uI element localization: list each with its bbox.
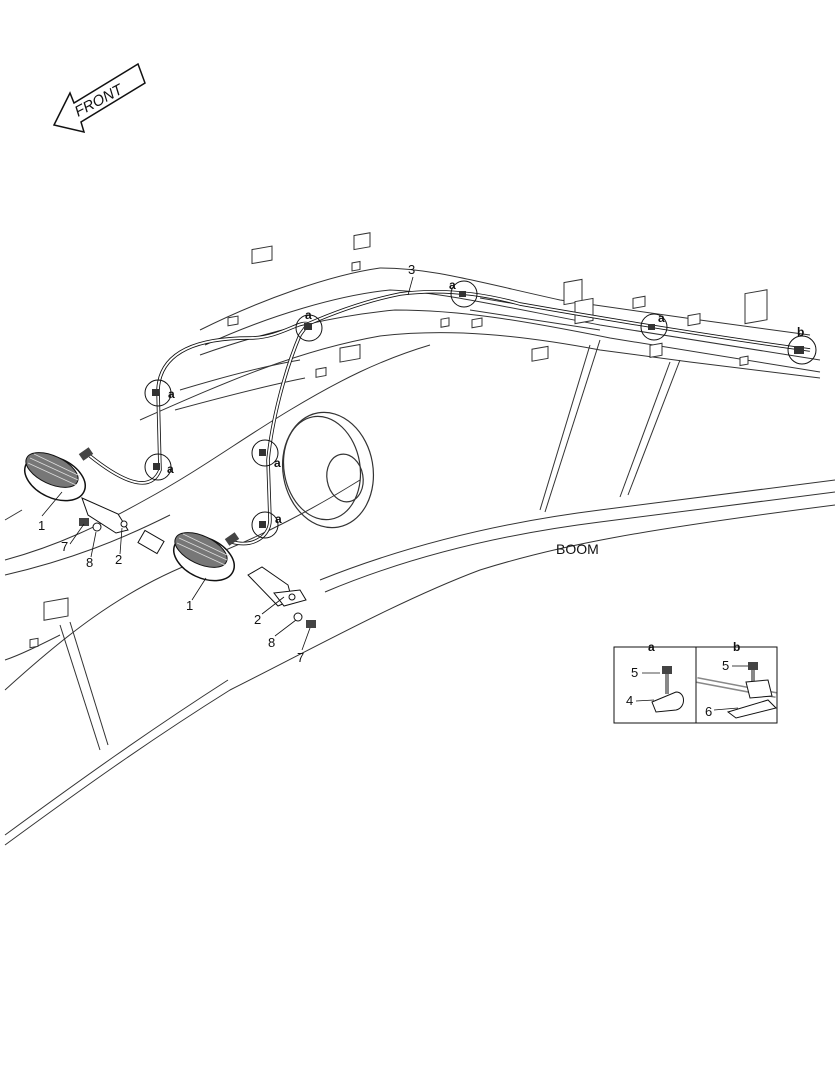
- callout-harness: 3: [408, 262, 415, 277]
- detail-marker-a: a: [275, 512, 282, 526]
- detail-circles: [144, 280, 817, 539]
- wire-harness: [88, 289, 811, 546]
- work-lamp-right: [173, 532, 240, 582]
- clamp-marks: [152, 291, 804, 528]
- inset-b-bracket: [696, 662, 777, 719]
- detail-marker-a: a: [168, 387, 175, 401]
- callout-washer: 8: [86, 555, 93, 570]
- bracket-right: [247, 566, 307, 607]
- leader-lines: [41, 276, 414, 651]
- callout-bracket: 2: [115, 552, 122, 567]
- bolt-right: [293, 612, 316, 628]
- detail-marker-a: a: [658, 311, 665, 325]
- detail-marker-a: a: [167, 462, 174, 476]
- front-arrow: FRONT: [52, 62, 146, 134]
- inset-callout-bracket: 6: [705, 704, 712, 719]
- inset-callout-bolt: 5: [631, 665, 638, 680]
- inset-a-clamp: [651, 666, 684, 713]
- boom-pads: [29, 232, 768, 649]
- boom-label: BOOM: [556, 541, 599, 557]
- callout-bolt: 7: [61, 539, 68, 554]
- detail-marker-a: a: [274, 456, 281, 470]
- inset-title-a: a: [648, 640, 655, 654]
- inset-title-b: b: [733, 640, 740, 654]
- work-lamp-left: [24, 447, 94, 502]
- bracket-left: [81, 497, 165, 555]
- inset-callout-clamp: 4: [626, 693, 633, 708]
- detail-marker-a: a: [449, 278, 456, 292]
- detail-inset: a 5 4 b 5 6: [613, 640, 778, 724]
- inset-callout-bolt: 5: [722, 658, 729, 673]
- pivot-boss: [281, 411, 375, 529]
- detail-marker-a: a: [305, 308, 312, 322]
- front-label: FRONT: [72, 80, 127, 120]
- bolt-left: [79, 518, 102, 532]
- boom-structure: [4, 267, 835, 846]
- callout-lamp: 1: [186, 598, 193, 613]
- detail-marker-b: b: [797, 325, 804, 339]
- callout-bracket: 2: [254, 612, 261, 627]
- callout-washer: 8: [268, 635, 275, 650]
- callout-lamp: 1: [38, 518, 45, 533]
- callout-bolt: 7: [297, 650, 304, 665]
